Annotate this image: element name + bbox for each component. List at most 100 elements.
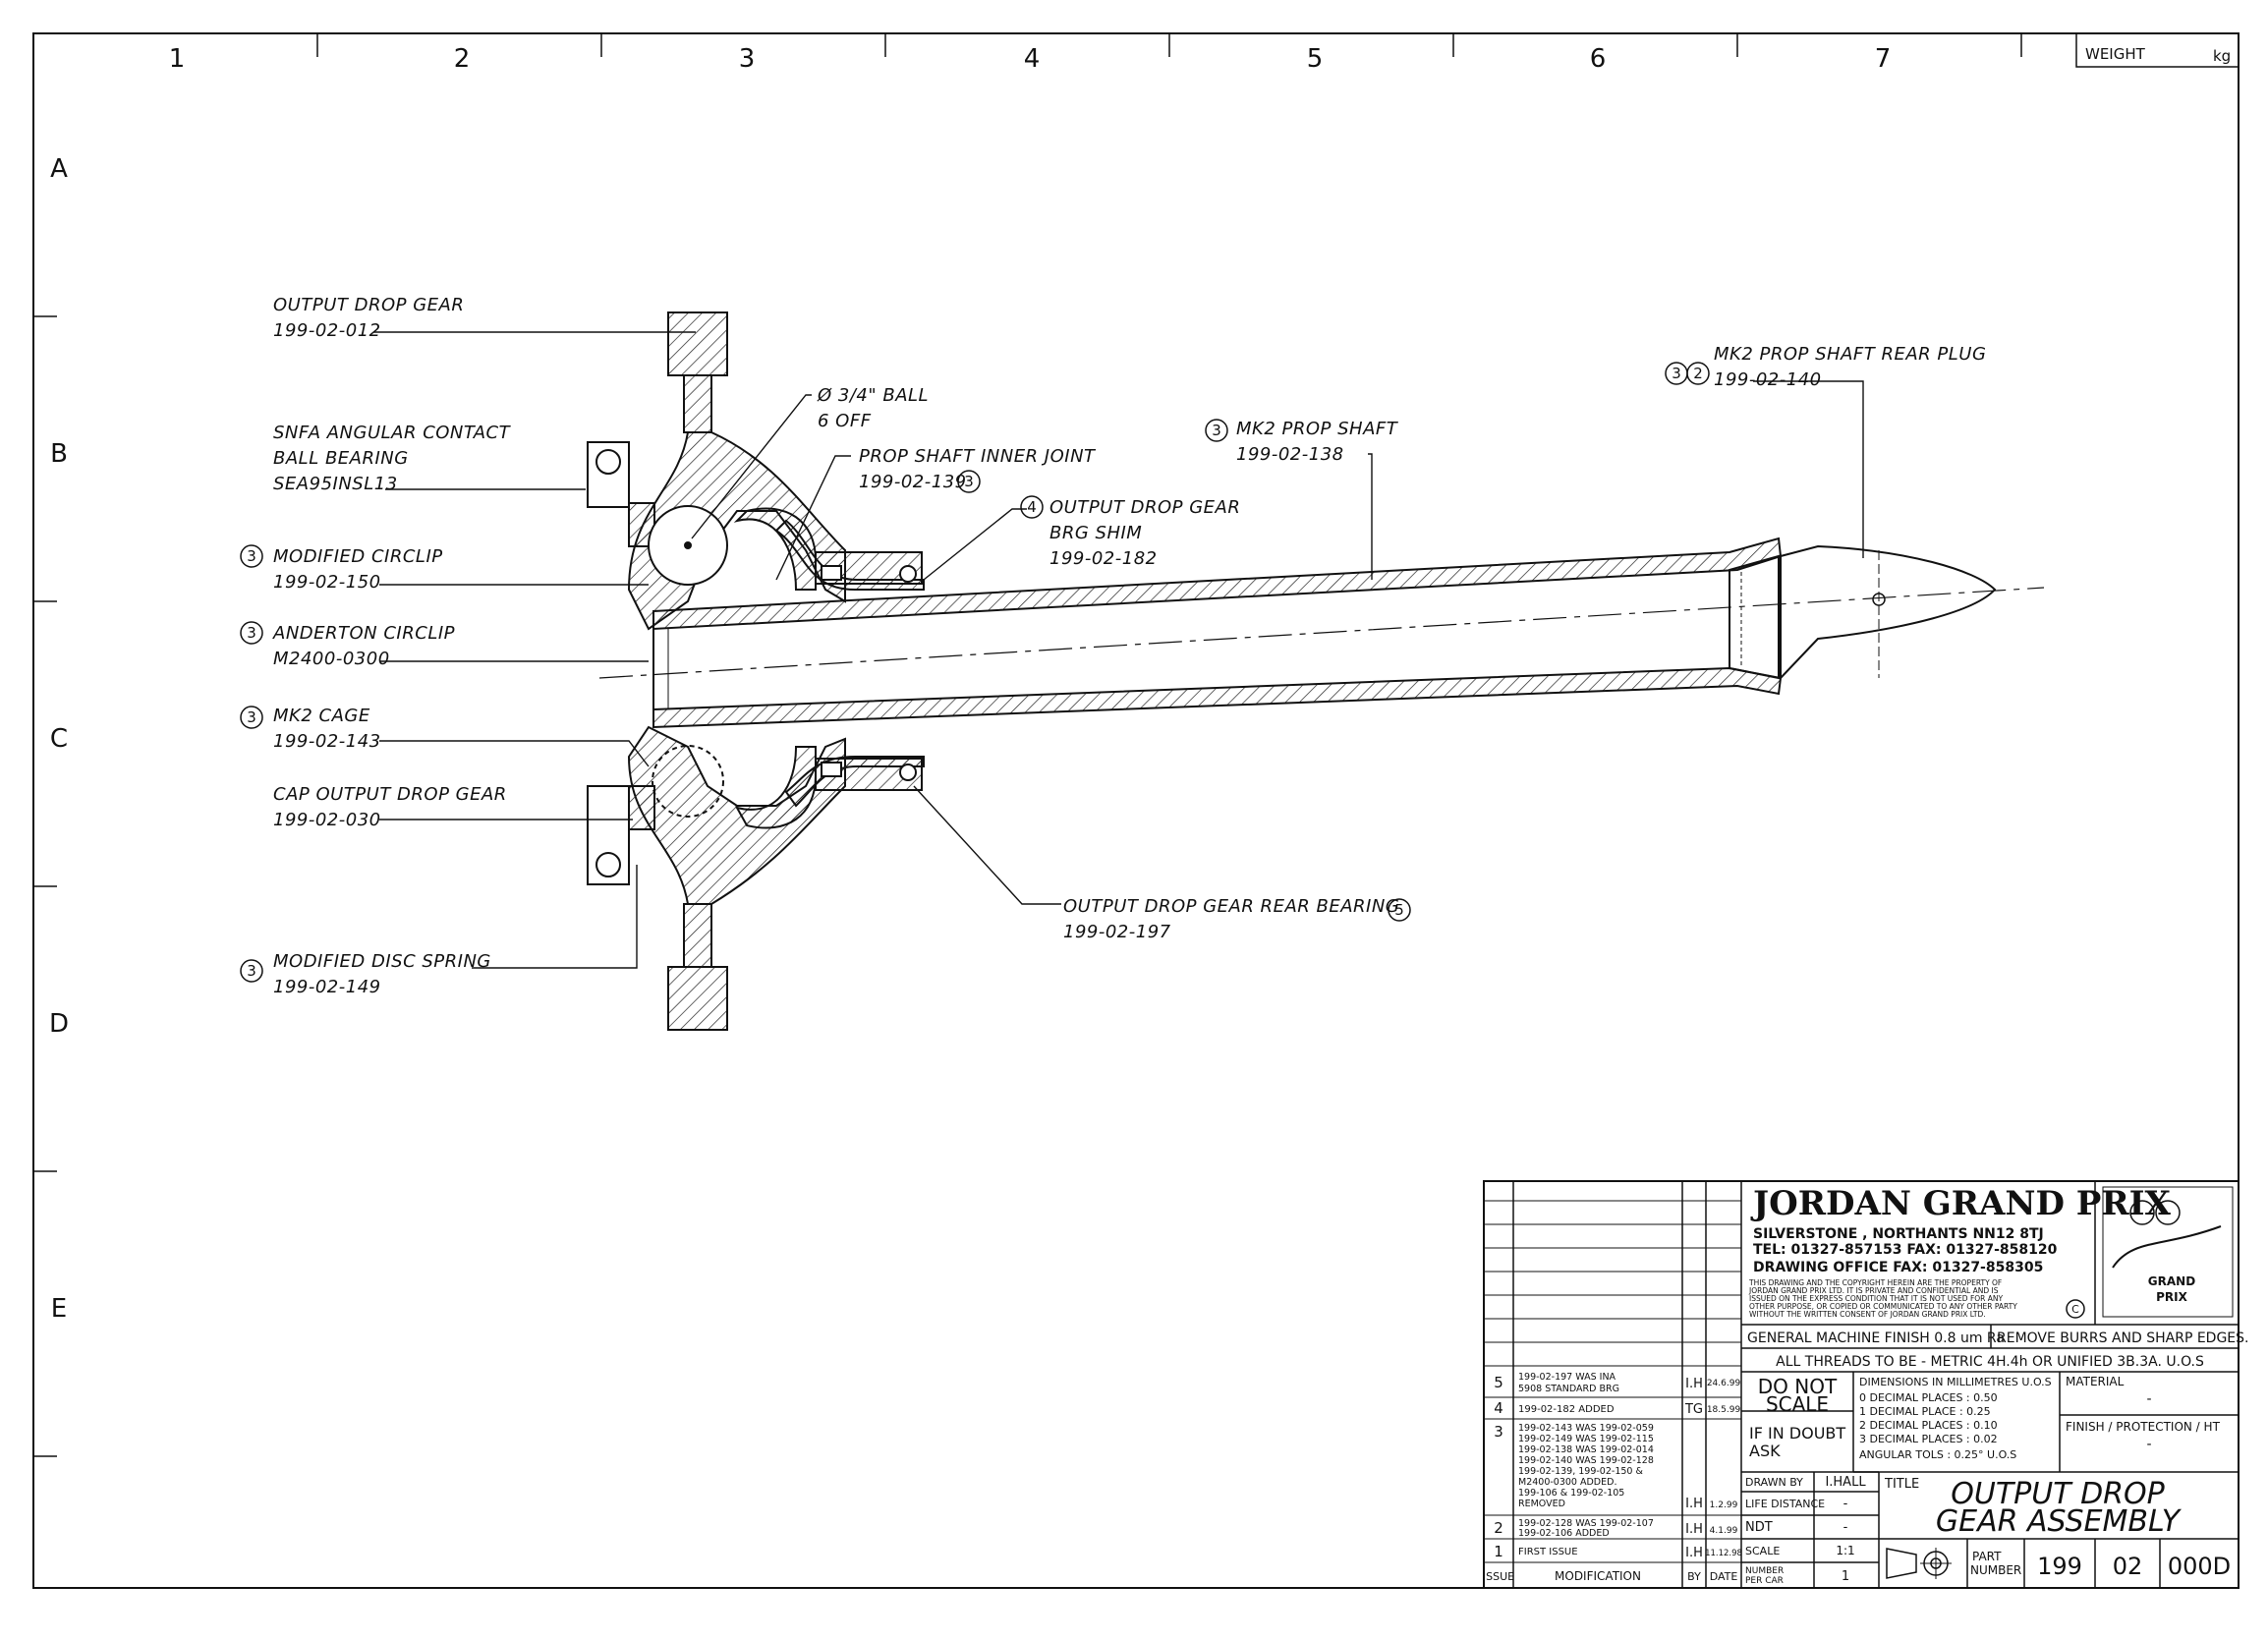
svg-text:199-02-139, 199-02-150 &: 199-02-139, 199-02-150 & <box>1518 1466 1643 1477</box>
if-in-doubt: ASK <box>1749 1442 1781 1460</box>
dims-note: 3 DECIMAL PLACES : 0.02 <box>1859 1433 1998 1445</box>
number-per-car-label: NUMBER <box>1745 1566 1784 1576</box>
dims-note: DIMENSIONS IN MILLIMETRES U.O.S <box>1859 1376 2052 1388</box>
callout-anderton-circlip: 3 ANDERTON CIRCLIP M2400-0300 <box>240 621 455 669</box>
row-label-c: C <box>50 724 68 754</box>
svg-text:REMOVED: REMOVED <box>1518 1499 1565 1509</box>
part-number-label: PART <box>1972 1550 2002 1563</box>
svg-text:199-02-012: 199-02-012 <box>273 320 381 341</box>
svg-text:199-02-150: 199-02-150 <box>273 572 381 593</box>
issue-marker: 3 <box>247 708 256 726</box>
drawn-by-value: I.HALL <box>1825 1475 1866 1490</box>
issue-marker: 3 <box>247 547 256 565</box>
revision-row: 2 199-02-128 WAS 199-02-107 199-02-106 A… <box>1494 1518 1737 1539</box>
life-value: - <box>1843 1497 1848 1511</box>
company-name: JORDAN GRAND PRIX <box>1750 1184 2172 1223</box>
svg-text:BALL BEARING: BALL BEARING <box>273 448 409 469</box>
if-in-doubt: IF IN DOUBT <box>1749 1424 1845 1443</box>
company-tel: TEL: 01327-857153 FAX: 01327-858120 <box>1753 1242 2058 1258</box>
remove-burrs: REMOVE BURRS AND SHARP EDGES. <box>1997 1330 2249 1346</box>
part-number-3: 000D <box>2168 1553 2231 1580</box>
svg-text:SNFA ANGULAR CONTACT: SNFA ANGULAR CONTACT <box>273 423 512 443</box>
drawing-frame <box>32 32 2240 1589</box>
copyright-line: ISSUED ON THE EXPRESS CONDITION THAT IT … <box>1749 1294 2003 1303</box>
column-label-6: 6 <box>1590 44 1607 74</box>
callout-mk2-cage: 3 MK2 CAGE 199-02-143 <box>240 706 380 752</box>
svg-text:OUTPUT DROP GEAR REAR BEARING: OUTPUT DROP GEAR REAR BEARING <box>1063 896 1399 917</box>
weight-unit: kg <box>2213 47 2231 65</box>
svg-text:4: 4 <box>1494 1399 1503 1417</box>
svg-text:199-02-149 WAS 199-02-115: 199-02-149 WAS 199-02-115 <box>1518 1434 1654 1444</box>
callout-modified-circlip: 3 MODIFIED CIRCLIP 199-02-150 <box>240 544 443 593</box>
svg-text:ANDERTON CIRCLIP: ANDERTON CIRCLIP <box>272 623 455 644</box>
svg-text:MODIFIED CIRCLIP: MODIFIED CIRCLIP <box>273 546 443 567</box>
assembly-section-view <box>587 311 2045 1031</box>
company-address: SILVERSTONE , NORTHANTS NN12 8TJ <box>1753 1226 2044 1242</box>
svg-text:I.H: I.H <box>1685 1377 1703 1391</box>
part-number-label: NUMBER <box>1970 1563 2021 1577</box>
copyright-line: OTHER PURPOSE, OR COPIED OR COMMUNICATED… <box>1749 1302 2017 1311</box>
callout-modified-disc-spring: 3 MODIFIED DISC SPRING 199-02-149 <box>240 951 491 997</box>
issue-marker: 4 <box>1027 498 1037 516</box>
svg-text:BRG SHIM: BRG SHIM <box>1049 523 1142 543</box>
svg-text:SEA95INSL13: SEA95INSL13 <box>273 474 398 494</box>
copyright-symbol: C <box>2071 1303 2079 1316</box>
revision-row: 1 FIRST ISSUE I.H 11.12.98 <box>1494 1543 1742 1560</box>
svg-text:MK2 PROP SHAFT REAR PLUG: MK2 PROP SHAFT REAR PLUG <box>1714 344 1986 365</box>
callout-output-drop-gear: OUTPUT DROP GEAR 199-02-012 <box>273 295 464 341</box>
finish-value: - <box>2146 1437 2151 1452</box>
issue-header: ISSUE <box>1483 1570 1514 1583</box>
svg-text:199-02-106 ADDED: 199-02-106 ADDED <box>1518 1528 1610 1539</box>
threads-note: ALL THREADS TO BE - METRIC 4H.4h OR UNIF… <box>1776 1354 2204 1370</box>
svg-text:I.H: I.H <box>1685 1546 1703 1560</box>
svg-text:11.12.98: 11.12.98 <box>1705 1549 1742 1558</box>
dims-note: 2 DECIMAL PLACES : 0.10 <box>1859 1419 1998 1432</box>
issue-marker: 3 <box>247 962 256 980</box>
svg-text:199-02-140: 199-02-140 <box>1714 369 1822 390</box>
svg-text:199-02-140 WAS 199-02-128: 199-02-140 WAS 199-02-128 <box>1518 1455 1654 1466</box>
logo-text-grand: GRAND <box>2148 1274 2195 1288</box>
svg-text:MODIFIED DISC SPRING: MODIFIED DISC SPRING <box>273 951 491 972</box>
svg-text:199-02-182: 199-02-182 <box>1049 548 1158 569</box>
copyright-line: JORDAN GRAND PRIX LTD. IT IS PRIVATE AND… <box>1748 1286 1999 1295</box>
dims-note: ANGULAR TOLS : 0.25° U.O.S <box>1859 1448 2016 1461</box>
svg-text:199-02-138 WAS 199-02-014: 199-02-138 WAS 199-02-014 <box>1518 1444 1654 1455</box>
leader-lines <box>373 331 1864 969</box>
svg-text:MK2 CAGE: MK2 CAGE <box>273 706 370 726</box>
callout-brg-shim: 4 OUTPUT DROP GEAR BRG SHIM 199-02-182 <box>1020 495 1240 569</box>
title-block <box>1483 1180 2240 1589</box>
part-number-1: 199 <box>2037 1553 2082 1580</box>
revision-row: 5 199-02-197 WAS INA 5908 STANDARD BRG I… <box>1494 1372 1740 1394</box>
svg-text:OUTPUT DROP GEAR: OUTPUT DROP GEAR <box>1049 497 1240 518</box>
row-label-a: A <box>50 154 68 184</box>
revision-row: 3 199-02-143 WAS 199-02-059 199-02-149 W… <box>1494 1423 1737 1511</box>
svg-text:MK2 PROP SHAFT: MK2 PROP SHAFT <box>1236 419 1399 439</box>
callout-rear-plug: 3 2 MK2 PROP SHAFT REAR PLUG 199-02-140 <box>1665 344 1986 390</box>
by-header: BY <box>1687 1570 1701 1583</box>
issue-marker: 3 <box>247 624 256 642</box>
column-labels: 1 2 3 4 5 6 7 <box>169 44 1892 74</box>
issue-marker: 3 <box>1672 365 1681 382</box>
callout-snfa-bearing: SNFA ANGULAR CONTACT BALL BEARING SEA95I… <box>273 423 512 494</box>
finish-label: FINISH / PROTECTION / HT <box>2066 1420 2221 1434</box>
row-label-e: E <box>51 1294 67 1324</box>
svg-text:TG: TG <box>1684 1402 1703 1417</box>
part-number-2: 02 <box>2113 1553 2143 1580</box>
scale-label: SCALE <box>1745 1545 1780 1557</box>
number-per-car-label: PER CAR <box>1745 1576 1784 1586</box>
column-label-3: 3 <box>739 44 756 74</box>
column-label-7: 7 <box>1875 44 1892 74</box>
material-label: MATERIAL <box>2066 1375 2125 1388</box>
svg-text:PROP SHAFT INNER JOINT: PROP SHAFT INNER JOINT <box>859 446 1097 467</box>
svg-text:199-106 & 199-02-105: 199-106 & 199-02-105 <box>1518 1488 1624 1499</box>
row-labels: A B C D E <box>49 154 69 1324</box>
svg-text:1.2.99: 1.2.99 <box>1710 1500 1738 1510</box>
date-header: DATE <box>1710 1570 1738 1583</box>
number-per-car-value: 1 <box>1842 1569 1849 1584</box>
svg-text:I.H: I.H <box>1685 1497 1703 1511</box>
life-label: LIFE DISTANCE <box>1745 1498 1825 1510</box>
svg-text:6 OFF: 6 OFF <box>818 411 872 431</box>
svg-text:24.6.99: 24.6.99 <box>1707 1379 1741 1388</box>
svg-text:199-02-139: 199-02-139 <box>859 472 967 492</box>
